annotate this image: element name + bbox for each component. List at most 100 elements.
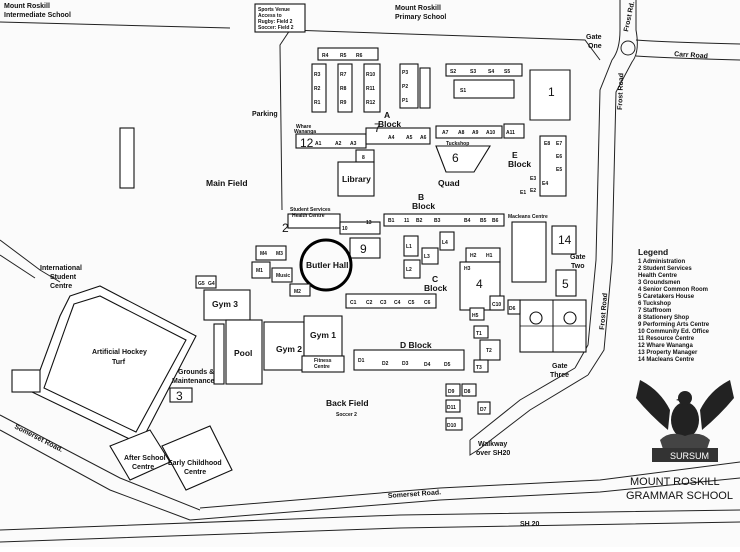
svg-text:D3: D3 (402, 361, 409, 367)
svg-text:T1: T1 (476, 331, 482, 337)
sports-venue-rugby: Rugby: Field 2 (258, 19, 293, 25)
early-childhood-label-1: Early Childhood (168, 460, 222, 467)
svg-text:C1: C1 (350, 300, 357, 306)
svg-text:T2: T2 (486, 348, 492, 354)
legend-title: Legend (638, 247, 668, 257)
building-6-number: 6 (452, 151, 459, 165)
d-block-label: D Block (400, 340, 432, 350)
butler-hall-highlight-circle (299, 238, 353, 292)
legend-item: 6 Tuckshop (638, 301, 671, 307)
library-building (337, 161, 375, 197)
a-block: 12 A1 A2 A3 A4 A5 A6 A7 A8 A9 A10 A11 (295, 123, 525, 150)
svg-text:E1: E1 (520, 190, 526, 196)
legend-item: Health Centre (638, 273, 678, 279)
svg-text:M1: M1 (256, 268, 263, 274)
svg-text:C6: C6 (424, 300, 431, 306)
international-label-3: Centre (50, 283, 72, 290)
svg-text:R12: R12 (366, 100, 375, 106)
m-rooms: M4 M3 M1 Music M2 (251, 245, 311, 297)
svg-text:E7: E7 (556, 141, 562, 147)
somerset-road-left-label: Somerset Road. (13, 424, 64, 454)
gate-three-label-2: Three (550, 372, 569, 379)
svg-text:R8: R8 (340, 86, 347, 92)
building-7-number: 7 (374, 121, 381, 135)
svg-text:10: 10 (342, 226, 348, 232)
svg-text:E5: E5 (556, 167, 562, 173)
quad-label: Quad (438, 178, 460, 188)
svg-text:Gym 2: Gym 2 (276, 344, 302, 354)
svg-text:H5: H5 (472, 313, 479, 319)
svg-text:S3: S3 (470, 69, 476, 75)
svg-text:Pool: Pool (234, 348, 252, 358)
p-block-cluster: P3 P2 P1 (399, 63, 431, 109)
whare-wananga-label-1: Whare (296, 124, 312, 130)
svg-text:Fitness: Fitness (314, 358, 332, 364)
svg-text:R5: R5 (340, 53, 347, 59)
after-school-label-1: After School (124, 455, 166, 462)
legend-item: 7 Staffroom (638, 308, 671, 314)
h-rooms: H2 H1 H3 4 H5 (459, 247, 501, 321)
svg-text:M4: M4 (260, 251, 267, 257)
svg-text:E6: E6 (556, 154, 562, 160)
svg-text:A1: A1 (315, 141, 322, 147)
legend-item: 12 Whare Wananga (638, 343, 693, 349)
legend-item: 13 Property Manager (638, 350, 698, 356)
svg-text:H1: H1 (486, 253, 493, 259)
legend-item: 3 Groundsmen (638, 280, 681, 286)
parking-label: Parking (252, 111, 278, 118)
svg-text:4: 4 (476, 277, 483, 291)
legend: Legend 1 Administration 2 Student Servic… (638, 247, 710, 363)
school-name-line-2: GRAMMAR SCHOOL (626, 490, 733, 502)
sports-venue-soccer: Soccer: Field 2 (258, 25, 294, 31)
svg-text:E8: E8 (544, 141, 550, 147)
building-3-number: 3 (176, 389, 183, 403)
early-childhood-label-2: Centre (184, 469, 206, 476)
d-block: D1 D2 D3 D4 D5 (353, 349, 465, 371)
svg-text:D10: D10 (447, 423, 456, 429)
svg-text:D8: D8 (464, 389, 471, 395)
performing-arts-building (349, 237, 381, 259)
gate-one-label-1: Gate (586, 34, 602, 41)
svg-text:L1: L1 (406, 244, 412, 250)
cultural-building (11, 369, 41, 393)
svg-text:R4: R4 (322, 53, 329, 59)
svg-text:B2: B2 (416, 218, 423, 224)
butler-hall-label: Butler Hall (306, 260, 349, 270)
sports-venue-label: Sports Venue (258, 7, 290, 13)
building-14-shape (551, 225, 577, 255)
svg-text:D7: D7 (480, 407, 487, 413)
svg-text:R3: R3 (314, 72, 321, 78)
after-school-building (109, 429, 171, 481)
svg-text:C3: C3 (380, 300, 387, 306)
svg-text:A3: A3 (350, 141, 357, 147)
building-2-number: 2 (282, 221, 289, 235)
gate-two-label-1: Gate (570, 254, 586, 261)
c-rooms: C1 C2 C3 C4 C5 C6 C10 D6 (345, 293, 521, 315)
library-label: Library (342, 174, 371, 184)
svg-text:C2: C2 (366, 300, 373, 306)
grounds-label-1: Grounds & (178, 369, 214, 376)
building-14-number: 14 (558, 233, 572, 247)
groundsmen-building (169, 387, 193, 403)
svg-text:S1: S1 (460, 88, 466, 94)
svg-text:P2: P2 (402, 84, 408, 90)
r-block-cluster: R4 R5 R6 R3 R2 R1 R7 R8 R9 R10 R11 R12 (311, 47, 381, 113)
caretakers-house (555, 269, 577, 297)
svg-text:R9: R9 (340, 100, 347, 106)
svg-text:G5: G5 (198, 281, 205, 287)
a-block-label-2: Block (378, 119, 401, 129)
gym-complex: G5 G4 Gym 3 Pool Gym 2 Gym 1 Fitness Cen… (195, 275, 345, 385)
legend-item: 14 Macleans Centre (638, 357, 695, 363)
administration-building (529, 69, 571, 121)
svg-text:R6: R6 (356, 53, 363, 59)
e-block-label-2: Block (508, 159, 531, 169)
svg-text:11: 11 (404, 218, 410, 224)
legend-item: 1 Administration (638, 259, 685, 265)
gate-one-label-2: One (588, 43, 602, 50)
svg-text:R10: R10 (366, 72, 375, 78)
svg-text:E3: E3 (530, 176, 536, 182)
legend-item: 5 Caretakers House (638, 294, 695, 300)
svg-text:13: 13 (366, 220, 372, 226)
